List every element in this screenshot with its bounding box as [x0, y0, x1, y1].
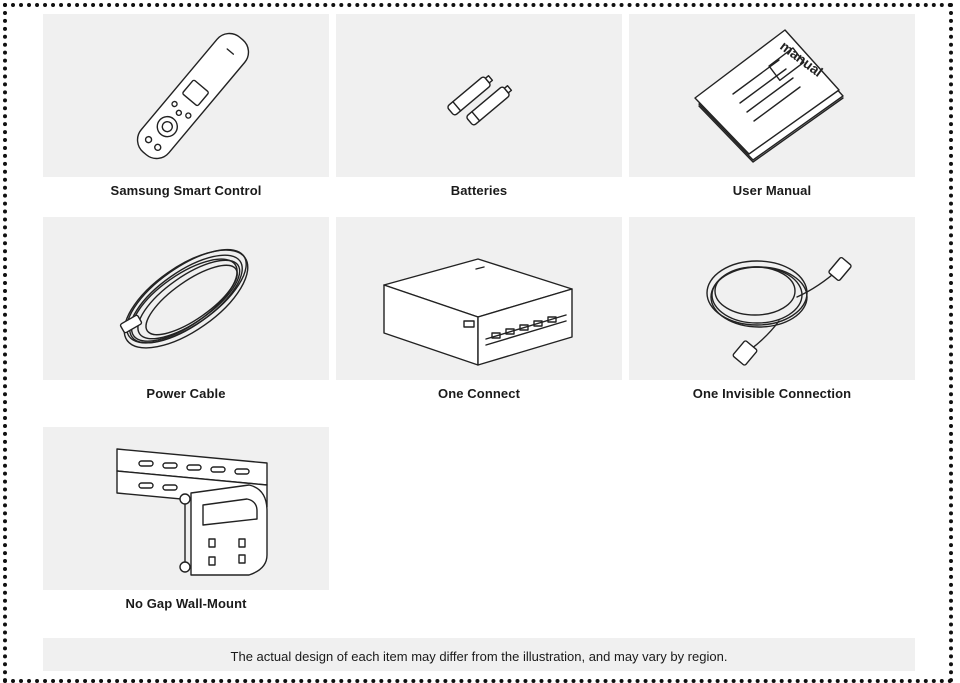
power-cable-icon: [43, 217, 329, 380]
manual-icon: manual: [629, 14, 915, 177]
item-batteries: Batteries: [336, 14, 622, 198]
wall-mount-icon: [43, 427, 329, 590]
item-samsung-smart-control: Samsung Smart Control: [43, 14, 329, 198]
item-one-invisible-connection: One Invisible Connection: [629, 217, 915, 401]
item-label: One Invisible Connection: [692, 386, 852, 401]
item-user-manual: manual User Manual: [629, 14, 915, 198]
item-label: Batteries: [450, 183, 508, 198]
item-power-cable: Power Cable: [43, 217, 329, 401]
item-no-gap-wall-mount: No Gap Wall-Mount: [43, 427, 329, 611]
item-label: Samsung Smart Control: [110, 183, 262, 198]
one-connect-box-icon: [336, 217, 622, 380]
item-label: Power Cable: [146, 386, 226, 401]
item-label: User Manual: [732, 183, 812, 198]
item-one-connect: One Connect: [336, 217, 622, 401]
item-label: No Gap Wall-Mount: [125, 596, 247, 611]
item-label: One Connect: [438, 386, 520, 401]
batteries-icon: [336, 14, 622, 177]
invisible-connection-cable-icon: [629, 217, 915, 380]
illustration-disclaimer: The actual design of each item may diffe…: [43, 638, 915, 671]
remote-control-icon: [43, 14, 329, 177]
